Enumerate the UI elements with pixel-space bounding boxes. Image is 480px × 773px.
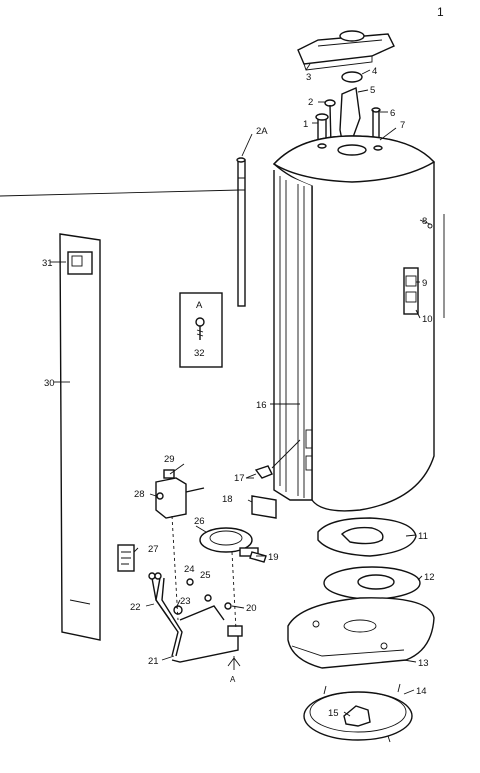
thermocouple [148,572,171,621]
callout-labels: 1 2 2A 3 4 5 6 7 8 9 10 11 12 13 14 15 1… [42,66,435,719]
manifold-tube-assembly [155,577,243,663]
callout-18: 18 [222,494,233,505]
ref-marker-a: A [230,675,236,684]
callout-14: 14 [416,686,427,697]
top-cover [297,30,395,71]
callout-13: 13 [418,658,429,669]
drain-valve [245,439,301,479]
bottom-pan-13 [287,597,435,669]
anode-nipple [315,113,329,142]
callout-31: 31 [42,258,53,269]
callout-29: 29 [164,454,175,465]
fitting-24 [186,578,194,586]
callout-17: 17 [234,473,245,484]
callout-20: 20 [246,603,257,614]
page-marker: 1 [437,5,444,19]
callout-7: 7 [400,120,405,131]
callout-26: 26 [194,516,205,527]
fitting-25 [204,594,212,602]
callout-8: 8 [422,216,427,227]
callout-21: 21 [148,656,159,667]
callout-3: 3 [306,72,311,83]
inset-letter: A [196,300,203,311]
callout-5: 5 [370,85,375,96]
callout-2a: 2A [256,126,268,137]
callout-23: 23 [180,596,191,607]
callout-6: 6 [390,108,395,119]
callout-1: 1 [303,119,308,130]
callout-16: 16 [256,400,267,411]
water-heater-jacket [272,135,436,512]
gas-control-valve [155,469,205,519]
inner-door [251,495,277,519]
callout-9: 9 [422,278,427,289]
callout-24: 24 [184,564,195,575]
burner [199,527,259,557]
fitting-20 [224,602,232,610]
instruction-plate [117,544,135,572]
anode-rod-2a [236,157,246,307]
burner-orifice [249,551,267,563]
callout-27: 27 [148,544,159,555]
callout-25: 25 [200,570,211,581]
callout-28: 28 [134,489,145,500]
deflector-15 [343,705,371,727]
callout-15: 15 [328,708,339,719]
leader-lines [133,63,431,717]
inset-part-number: 32 [194,348,205,359]
flue-ring-11 [317,517,417,557]
callout-12: 12 [424,572,435,583]
callout-19: 19 [268,552,279,563]
washer [341,71,363,83]
callout-22: 22 [130,602,141,613]
inset-detail-box: A 32 [179,292,223,368]
callout-10: 10 [422,314,433,325]
callout-4: 4 [372,66,377,77]
insulation-disc-12 [323,566,421,600]
callout-2: 2 [308,97,313,108]
callout-30: 30 [44,378,55,389]
callout-11: 11 [418,531,428,542]
outer-door-panel [50,233,101,641]
